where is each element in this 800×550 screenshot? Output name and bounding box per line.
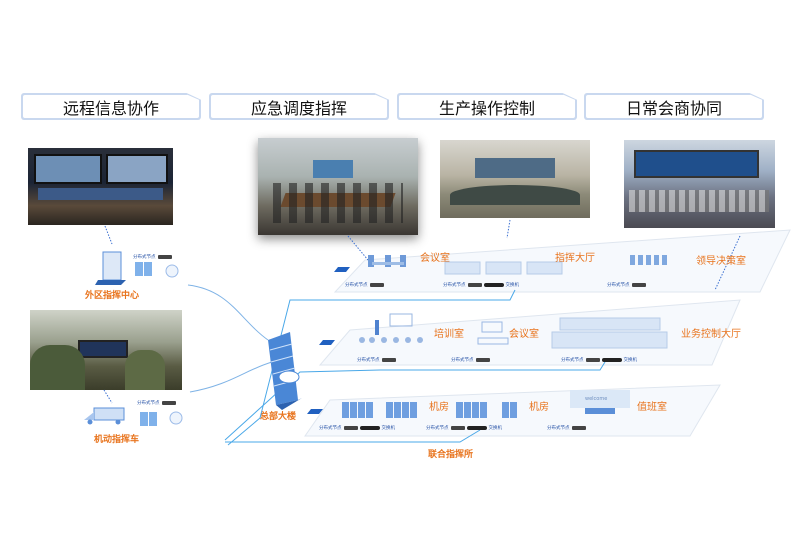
link-row3 [225,429,481,443]
meeting-room2-illustration [477,321,509,345]
decision-room-illustration [630,255,667,265]
vehicle-interior-photo [30,310,182,390]
business-hall-illustration [551,317,668,349]
distributed-node: 分布式节点 [607,282,646,288]
emergency-meeting-photo [258,138,418,235]
room-label: 培训室 [434,329,464,340]
tab-label: 远程信息协作 [62,98,159,118]
link-row1 [227,289,516,446]
distributed-node: 分布式节点交换机 [319,426,395,431]
distributed-node: 分布式节点交换机 [443,283,519,288]
tab-label: 应急调度指挥 [250,98,347,118]
distributed-node: 分布式节点 [451,357,490,363]
truck-icon [84,407,183,426]
duty-room-illustration [570,390,630,414]
hq-building-label: 总部大楼 [260,412,297,422]
control-hall-photo [440,140,590,218]
consultation-hall-photo [624,140,775,228]
tab-remote-collaboration[interactable]: 远程信息协作 [22,94,200,119]
platform-row1 [333,229,791,293]
server-rack-icons [342,402,517,418]
distributed-node: 分布式节点 [345,282,384,288]
mobile-vehicle-label: 机动指挥车 [94,435,140,445]
distributed-node: 分布式节点 [547,425,586,431]
welcome-sign: welcome [585,396,608,402]
tab-production-control[interactable]: 生产操作控制 [398,94,576,119]
meeting-room-illustration [368,255,406,267]
link-mobile-vehicle [189,361,273,393]
room-label: 机房 [429,402,449,413]
distributed-node: 分布式节点 [133,254,172,260]
tab-daily-consultation[interactable]: 日常会商协同 [585,94,763,119]
room-label: 指挥大厅 [555,253,595,264]
room-label: 会议室 [420,253,450,264]
hq-building-icon [268,332,302,410]
room-label: 领导决策室 [696,256,746,267]
training-room-illustration [359,313,423,343]
monitoring-room-photo [28,148,173,225]
command-hall-illustration [444,261,563,275]
outer-center-label: 外区指挥中心 [85,291,140,301]
distributed-node: 分布式节点交换机 [426,426,502,431]
room-label: 会议室 [509,329,539,340]
tab-emergency-dispatch[interactable]: 应急调度指挥 [210,94,388,119]
room-label: 值班室 [637,402,667,413]
room-label: 机房 [529,402,549,413]
distributed-node: 分布式节点交换机 [561,358,637,363]
tab-label: 日常会商协同 [625,98,722,118]
distributed-node: 分布式节点 [357,357,396,363]
tab-label: 生产操作控制 [438,98,535,118]
distributed-node: 分布式节点 [137,400,176,406]
outer-center-building-icon [95,251,179,285]
joint-command-label: 联合指挥所 [428,450,474,460]
room-label: 业务控制大厅 [681,329,741,340]
platform-row2 [318,299,741,366]
link-outer-center [187,284,269,341]
